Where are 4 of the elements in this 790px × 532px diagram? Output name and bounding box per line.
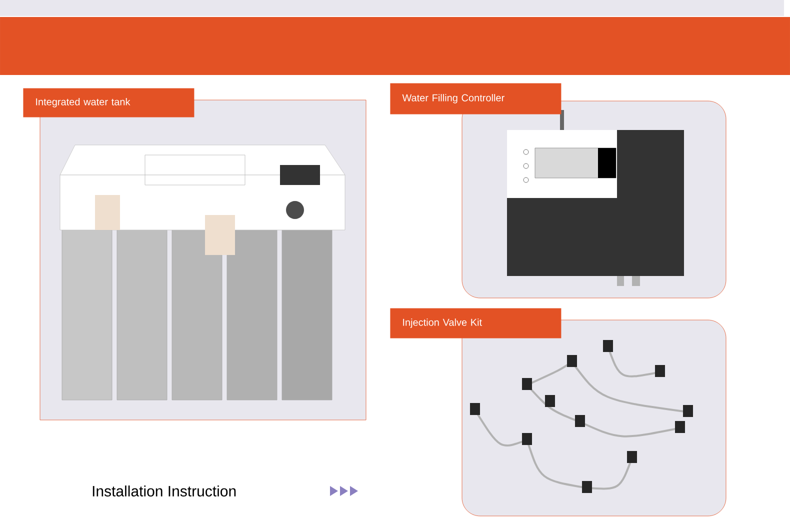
footer-text: Installation Instruction xyxy=(92,485,236,496)
heading-tab: Water Filling Controller xyxy=(390,83,562,114)
heading-tab: Injection Valve Kit xyxy=(390,308,562,338)
heading-tab: Integrated water tank xyxy=(23,88,194,118)
